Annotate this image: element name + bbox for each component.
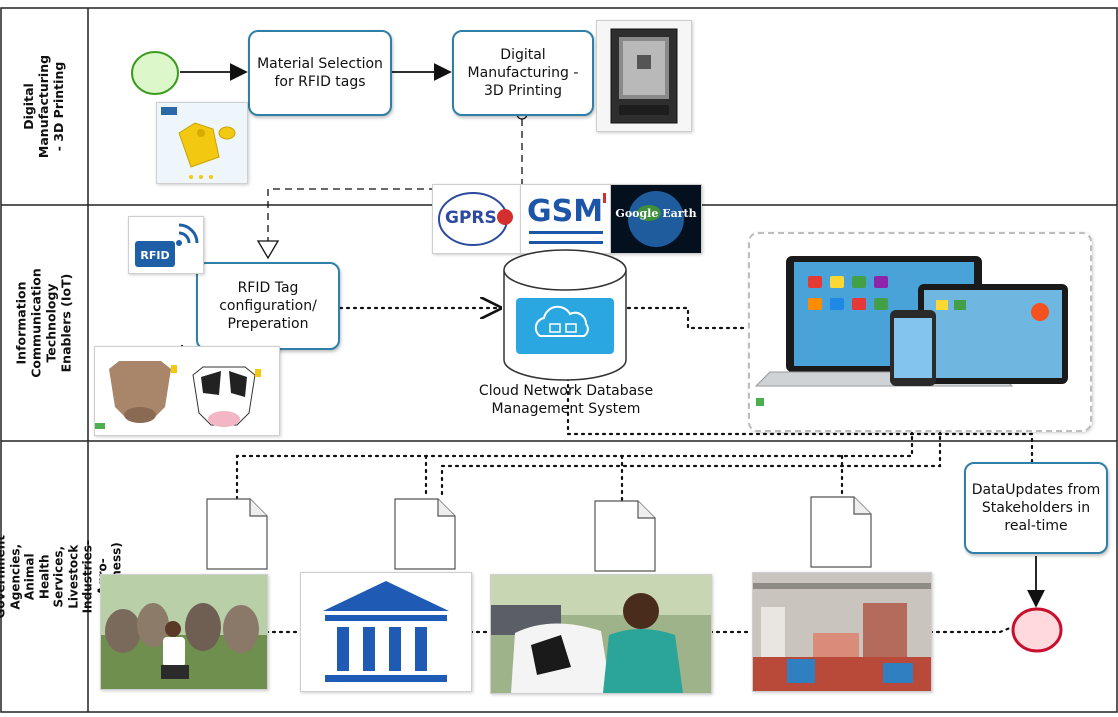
- end-event[interactable]: [1010, 606, 1064, 654]
- task-rfid-configuration[interactable]: RFID Tag configuration/ Preperation: [196, 262, 340, 350]
- svg-text:GPRS: GPRS: [445, 208, 497, 228]
- farmer-with-cattle-photo: [100, 574, 268, 690]
- document-icon: [810, 496, 872, 568]
- cloud-database[interactable]: [500, 248, 630, 384]
- svg-text:RFID: RFID: [140, 249, 169, 262]
- document-icon: [206, 498, 268, 570]
- veterinarian-with-cow-photo: [490, 574, 712, 694]
- meat-processing-plant-photo: [752, 572, 932, 692]
- svg-text:GSM: GSM: [527, 194, 603, 229]
- rfid-ear-tag-image: [156, 102, 248, 184]
- database-caption: Cloud Network Database Management System: [478, 383, 654, 417]
- task-material-selection[interactable]: Material Selection for RFID tags: [248, 30, 392, 116]
- svg-text:Google Earth: Google Earth: [615, 207, 696, 220]
- tagged-cows-illustration: [94, 346, 280, 436]
- gsm-logo: GSM: [520, 184, 612, 254]
- document-icon: [594, 500, 656, 572]
- gprs-logo: GPRS: [432, 184, 522, 254]
- task-digital-manufacturing[interactable]: Digital Manufacturing - 3D Printing: [452, 30, 594, 116]
- task-data-updates[interactable]: DataUpdates from Stakeholders in real-ti…: [964, 462, 1108, 554]
- 3d-printer-image: [596, 20, 692, 132]
- devices-image: [748, 232, 1092, 432]
- government-institution-icon: [300, 572, 472, 692]
- start-event[interactable]: [130, 50, 180, 96]
- document-icon: [394, 498, 456, 570]
- google-earth-logo: Google Earth: [610, 184, 702, 254]
- rfid-icon: RFID: [128, 216, 204, 274]
